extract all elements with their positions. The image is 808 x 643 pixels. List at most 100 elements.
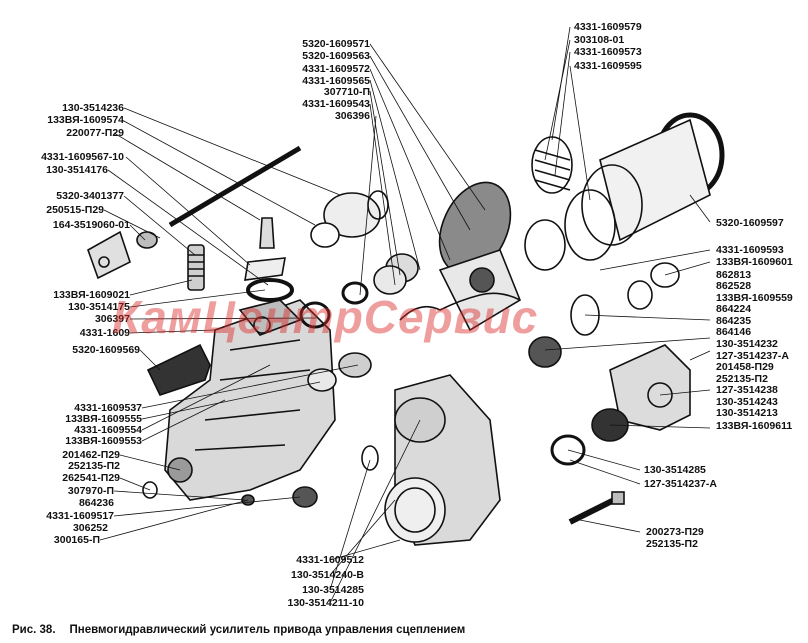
labels-bottom-0: 4331-1609512 [296, 554, 364, 566]
labels-top-0: 5320-1609571 [302, 38, 370, 50]
labels-left-0: 130-3514236 [62, 102, 124, 114]
labels-left-13: 4331-1609537 [74, 402, 142, 414]
figure-number: Рис. 38. [12, 624, 56, 636]
labels-top-1: 5320-1609563 [302, 50, 370, 62]
labels-right-3: 862813 [716, 269, 752, 281]
bleeder-valve [187, 244, 205, 291]
ring-right [524, 219, 566, 271]
ring-small-2 [299, 301, 331, 329]
labels-left-20: 307970-П [67, 485, 114, 497]
cylinder-body [599, 118, 711, 242]
labels-bottom-3: 130-3514211-10 [287, 597, 365, 609]
labels-right-1: 4331-1609593 [716, 244, 784, 256]
screw [259, 217, 275, 249]
labels-right-0: 5320-1609597 [716, 217, 784, 229]
labels-right-12: 252135-П2 [716, 373, 768, 385]
valve-port [647, 382, 673, 408]
labels-left-5: 5320-3401377 [56, 190, 124, 202]
labels-right-17: 130-3514285 [644, 464, 706, 476]
labels-top-4: 307710-П [323, 86, 370, 98]
housing-flange [238, 299, 302, 336]
labels-top_right-3: 4331-1609595 [574, 60, 642, 72]
labels-left-6: 250515-П29 [46, 204, 104, 216]
labels-right-5: 133ВЯ-1609559 [716, 292, 793, 304]
ring-small [341, 281, 369, 305]
small-ring-bottom [142, 481, 158, 499]
labels-left-22: 4331-1609517 [46, 510, 114, 522]
labels-left-8: 133ВЯ-1609021 [53, 289, 130, 301]
nut [136, 231, 158, 249]
labels-left-3: 4331-1609567-10 [41, 151, 124, 163]
bolt-head [611, 491, 625, 505]
labels-top_right-1: 303108-01 [574, 34, 625, 46]
labels-top_right-2: 4331-1609573 [574, 46, 642, 58]
labels-right-2: 133ВЯ-1609601 [716, 256, 793, 268]
labels-right-9: 130-3514232 [716, 338, 778, 350]
spring-big [564, 189, 616, 261]
labels-left-12: 5320-1609569 [72, 344, 140, 356]
labels-right-20: 252135-П2 [646, 538, 698, 550]
labels-right-18: 127-3514237-А [644, 478, 717, 490]
fork-pin-hole [98, 256, 110, 268]
labels-right-4: 862528 [716, 280, 752, 292]
labels-left-19: 262541-П29 [62, 472, 120, 484]
gasket-plate [244, 257, 286, 281]
labels-left-21: 864236 [78, 497, 114, 509]
labels-left-1: 133ВЯ-1609574 [47, 114, 124, 126]
labels-right-14: 130-3514243 [716, 396, 778, 408]
labels-bottom-2: 130-3514285 [302, 584, 364, 596]
labels-left-23: 306252 [72, 522, 108, 534]
spring-coils [534, 149, 571, 191]
oring-right [627, 280, 653, 310]
labels-right-11: 201458-П29 [716, 361, 774, 373]
sleeve-inner [394, 487, 436, 533]
plate-hub [469, 267, 495, 293]
ring-lower-right [550, 434, 586, 466]
seal-ring [246, 278, 294, 302]
housing-port [253, 316, 271, 334]
labels-left-7: 164-3519060-01 [52, 219, 130, 231]
spring-top [531, 136, 573, 194]
figure-caption: Рис. 38. Пневмогидравлический усилитель п… [12, 624, 465, 636]
piston-right [528, 336, 562, 368]
labels-right-16: 133ВЯ-1609611 [716, 420, 793, 432]
labels-top-5: 4331-1609543 [302, 98, 370, 110]
piston-small-2 [373, 265, 407, 295]
labels-top_right-0: 4331-1609579 [574, 21, 642, 33]
labels-left-24: 300165-П [53, 534, 100, 546]
labels-left-4: 130-3514176 [46, 164, 108, 176]
spring-long [399, 292, 521, 321]
labels-left-10: 306397 [94, 313, 130, 325]
labels-left-11: 4331-1609 [79, 327, 130, 339]
rod-fork [87, 230, 131, 280]
bleeder-thread [188, 254, 204, 277]
labels-right-6: 864224 [716, 303, 752, 315]
cup-sleeve-end [310, 222, 340, 248]
labels-right-10: 127-3514237-А [716, 350, 789, 362]
oring-lower [361, 445, 379, 471]
piston-mid [338, 352, 372, 378]
labels-left-9: 130-3514175 [68, 301, 130, 313]
cylinder-bore [581, 164, 643, 246]
labels-right-13: 127-3514238 [716, 384, 778, 396]
labels-right-8: 864146 [716, 326, 752, 338]
rubber-boot [146, 343, 211, 396]
labels-left-16: 133ВЯ-1609553 [65, 435, 142, 447]
labels-top-3: 4331-1609565 [302, 75, 370, 87]
labels-right-19: 200273-П29 [646, 526, 704, 538]
labels-left-18: 252135-П2 [68, 460, 120, 472]
labels-top-6: 306396 [334, 110, 370, 122]
bolt [568, 495, 620, 525]
labels-right-15: 130-3514213 [716, 407, 778, 419]
labels-left-2: 220077-П29 [66, 127, 124, 139]
washer-right [650, 262, 680, 288]
bottom-nut [292, 486, 318, 508]
threaded-sleeve [384, 477, 446, 543]
spring-small-right [570, 294, 600, 336]
labels-bottom-1: 130-3514240-В [291, 569, 364, 581]
figure-title: Пневмогидравлический усилитель привода у… [69, 624, 466, 636]
labels-left-17: 201462-П29 [62, 449, 120, 461]
labels-left-14: 133ВЯ-1609555 [65, 413, 142, 425]
